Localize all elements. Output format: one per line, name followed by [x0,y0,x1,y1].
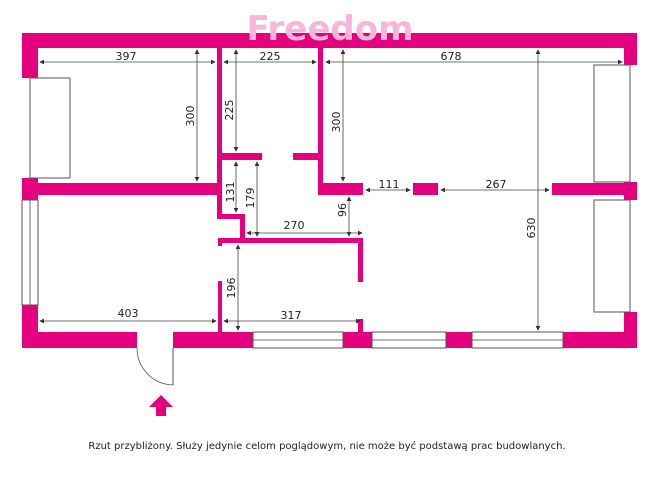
entrance-door [136,347,174,386]
arrow-up-icon [149,395,173,416]
dim-403: 403 [118,307,139,320]
dim-267: 267 [486,178,507,191]
dimension-labels: 397 225 678 300 225 300 630 111 267 131 … [116,50,539,322]
dim-131: 131 [224,182,237,203]
windows [21,64,631,349]
dim-179: 179 [244,188,257,209]
dim-270: 270 [284,219,305,232]
dim-96: 96 [336,203,349,217]
dim-317: 317 [281,309,302,322]
dim-225-vert: 225 [223,100,236,121]
dim-678: 678 [441,50,462,63]
dim-300-mid: 300 [330,112,343,133]
dim-225-top: 225 [260,50,281,63]
dim-397: 397 [116,50,137,63]
disclaimer-footnote: Rzut przybliżony. Służy jedynie celom po… [88,441,566,452]
walls [22,33,637,348]
dim-300-left: 300 [184,106,197,127]
dim-111: 111 [379,178,400,191]
dim-630: 630 [525,218,538,239]
dimension-lines [39,49,623,331]
watermark-logo: Freedom [246,9,413,49]
dim-196: 196 [225,278,238,299]
